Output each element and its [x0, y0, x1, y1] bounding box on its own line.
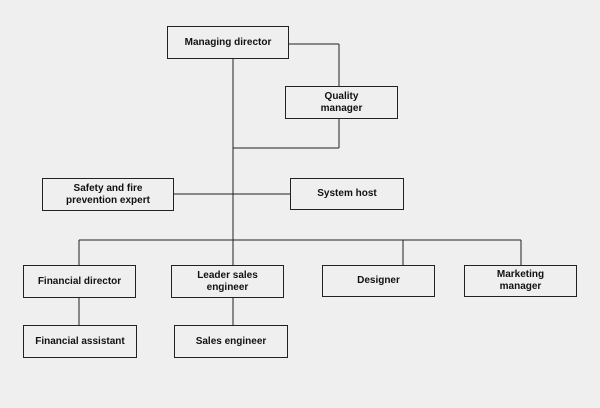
node-system-host: System host	[290, 178, 404, 210]
node-safety-expert: Safety and fire prevention expert	[42, 178, 174, 211]
node-quality-manager: Quality manager	[285, 86, 398, 119]
node-marketing-manager: Marketing manager	[464, 265, 577, 297]
node-managing-director: Managing director	[167, 26, 289, 59]
node-financial-assistant: Financial assistant	[23, 325, 137, 358]
node-financial-director: Financial director	[23, 265, 136, 298]
node-leader-sales-engineer: Leader sales engineer	[171, 265, 284, 298]
node-sales-engineer: Sales engineer	[174, 325, 288, 358]
node-designer: Designer	[322, 265, 435, 297]
